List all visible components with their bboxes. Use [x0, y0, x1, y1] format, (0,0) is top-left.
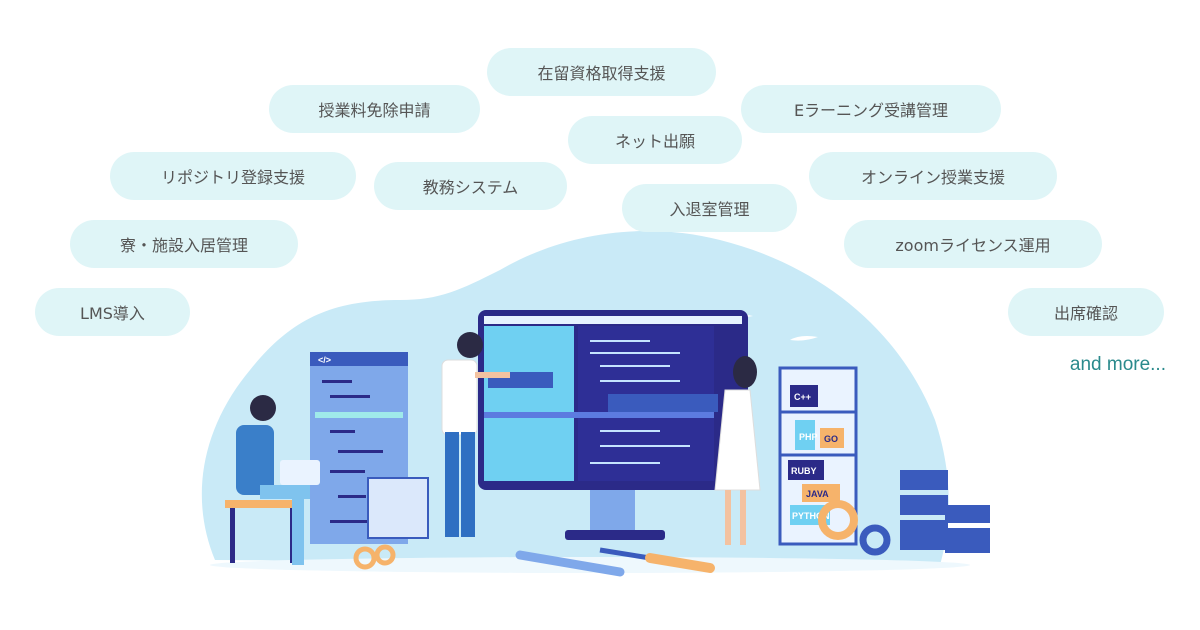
- monitor: [478, 310, 748, 540]
- bookshelf: C++ PHP GO RUBY JAVA PYTHON: [778, 366, 858, 546]
- and-more-label: and more...: [1069, 354, 1166, 375]
- tag-pill: LMS導入: [35, 288, 190, 336]
- gear-icon: [818, 500, 858, 540]
- language-label: GO: [824, 434, 838, 444]
- wrench-icon: [515, 550, 625, 577]
- person-sitting: [225, 395, 320, 565]
- tag-pill: Eラーニング受講管理: [741, 85, 1001, 133]
- tag-pill: オンライン授業支援: [809, 152, 1057, 200]
- tag-pill: 出席確認: [1008, 288, 1164, 336]
- small-window: [367, 477, 429, 539]
- tag-pill: 在留資格取得支援: [487, 48, 716, 96]
- code-tag-label: </>: [318, 355, 331, 365]
- tag-pill: ネット出願: [568, 116, 742, 164]
- server-stack: [900, 470, 990, 553]
- tag-pill: 教務システム: [374, 162, 567, 210]
- tag-pill: zoomライセンス運用: [844, 220, 1102, 268]
- tag-pill: 寮・施設入居管理: [70, 220, 298, 268]
- language-label: C++: [794, 392, 811, 402]
- tag-pill: 授業料免除申請: [269, 85, 480, 133]
- tag-pill: リポジトリ登録支援: [110, 152, 356, 200]
- screwdriver-icon: [599, 547, 651, 561]
- language-label: PHP: [799, 432, 818, 442]
- gear-icon: [859, 524, 891, 556]
- tag-pill: 入退室管理: [622, 184, 797, 232]
- nut-icon: [353, 546, 377, 570]
- language-label: RUBY: [791, 466, 817, 476]
- language-label: JAVA: [806, 489, 829, 499]
- person-woman: [714, 356, 761, 545]
- language-label: PYTHON: [792, 511, 830, 521]
- person-standing: [441, 332, 510, 537]
